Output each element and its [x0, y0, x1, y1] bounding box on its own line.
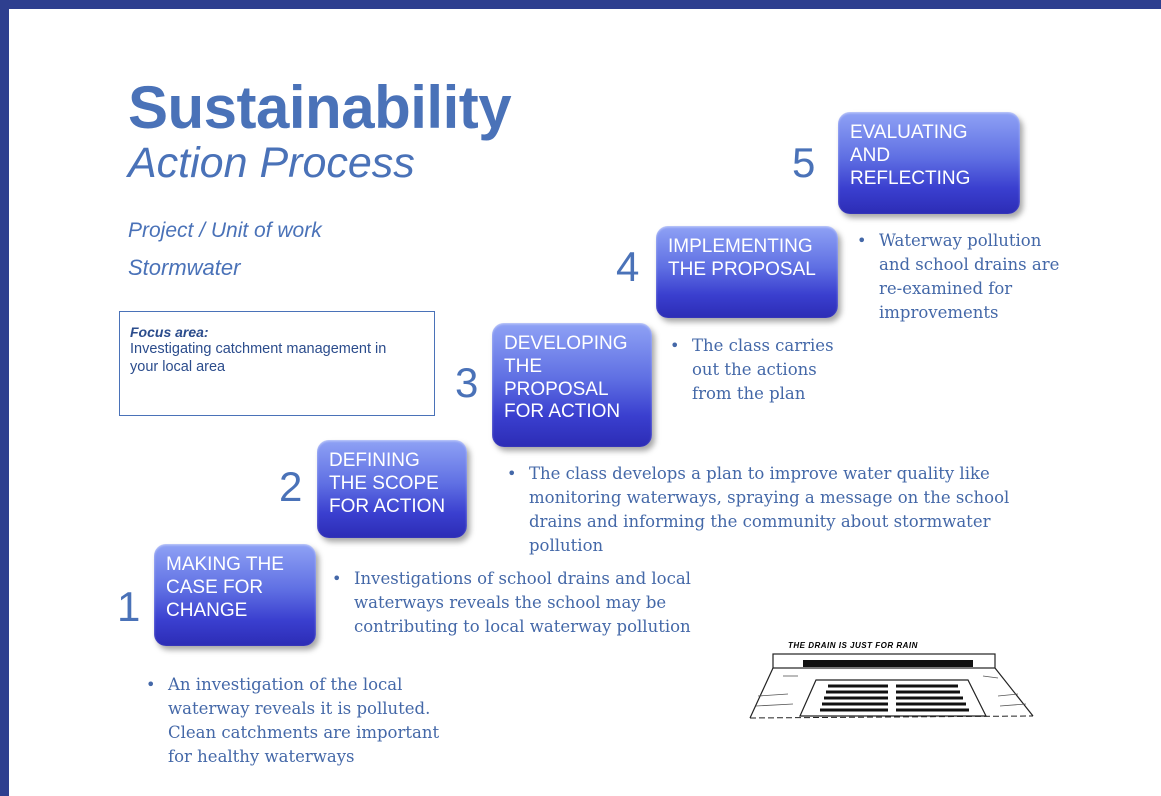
step-2-bullet-text: Investigations of school drains and loca… — [354, 569, 691, 636]
step-4-line: THE PROPOSAL — [668, 258, 816, 280]
step-5-line: REFLECTING — [850, 167, 971, 189]
step-4-box: IMPLEMENTING THE PROPOSAL — [656, 226, 838, 318]
bullet-dot: • — [507, 464, 517, 483]
bullet-dot: • — [332, 569, 342, 588]
step-1-number: 1 — [117, 583, 141, 630]
step-3-number: 3 — [455, 359, 479, 406]
focus-area-box: Focus area: Investigating catchment mana… — [119, 311, 435, 416]
step-5-number: 5 — [792, 139, 816, 186]
step-4-bullet: • The class carries out the actions from… — [670, 334, 855, 406]
step-5-line: EVALUATING — [850, 122, 968, 143]
step-3-bullet-text: The class develops a plan to improve wat… — [529, 464, 1010, 555]
step-3-line: DEVELOPING — [504, 333, 628, 354]
bullet-dot: • — [146, 675, 156, 694]
step-3-bullet: • The class develops a plan to improve w… — [507, 462, 1037, 558]
project-name: Stormwater — [128, 255, 241, 280]
step-3-line: PROPOSAL — [504, 378, 609, 400]
step-1-bullet: • An investigation of the local waterway… — [146, 673, 456, 769]
step-1-bullet-text: An investigation of the local waterway r… — [168, 675, 440, 766]
step-4-line: IMPLEMENTING — [668, 236, 813, 257]
bullet-dot: • — [670, 336, 680, 355]
step-1-line: MAKING THE — [166, 554, 284, 575]
step-3-line: THE — [504, 355, 542, 377]
step-3-line: FOR ACTION — [504, 401, 621, 423]
step-1-line: CASE FOR — [166, 576, 264, 598]
drain-illustration: THE DRAIN IS JUST FOR RAIN — [748, 636, 1038, 726]
focus-area-title: Focus area: — [130, 324, 209, 340]
step-5-bullet: • Waterway pollution and school drains a… — [857, 229, 1072, 325]
focus-area-text: Investigating catchment management in yo… — [130, 341, 387, 376]
step-2-number: 2 — [279, 463, 303, 510]
page-title: Sustainability — [128, 74, 512, 141]
step-2-bullet: • Investigations of school drains and lo… — [332, 567, 712, 639]
page-subtitle: Action Process — [128, 139, 415, 187]
project-label: Project / Unit of work — [128, 219, 322, 242]
step-4-number: 4 — [616, 243, 640, 290]
step-5-box: EVALUATING AND REFLECTING — [838, 112, 1020, 214]
step-1-box: MAKING THE CASE FOR CHANGE — [154, 544, 316, 646]
step-5-bullet-text: Waterway pollution and school drains are… — [879, 231, 1060, 322]
step-2-line: FOR ACTION — [329, 495, 446, 517]
drain-sketch-icon: THE DRAIN IS JUST FOR RAIN — [749, 641, 1034, 719]
bullet-dot: • — [857, 231, 867, 250]
step-2-line: THE SCOPE — [329, 472, 439, 494]
step-2-line: DEFINING — [329, 450, 420, 471]
drain-caption: THE DRAIN IS JUST FOR RAIN — [788, 641, 918, 650]
step-4-bullet-text: The class carries out the actions from t… — [692, 336, 834, 403]
step-3-box: DEVELOPING THE PROPOSAL FOR ACTION — [492, 323, 652, 447]
step-5-line: AND — [850, 144, 891, 166]
step-2-box: DEFINING THE SCOPE FOR ACTION — [317, 440, 467, 538]
step-1-line: CHANGE — [166, 599, 248, 621]
